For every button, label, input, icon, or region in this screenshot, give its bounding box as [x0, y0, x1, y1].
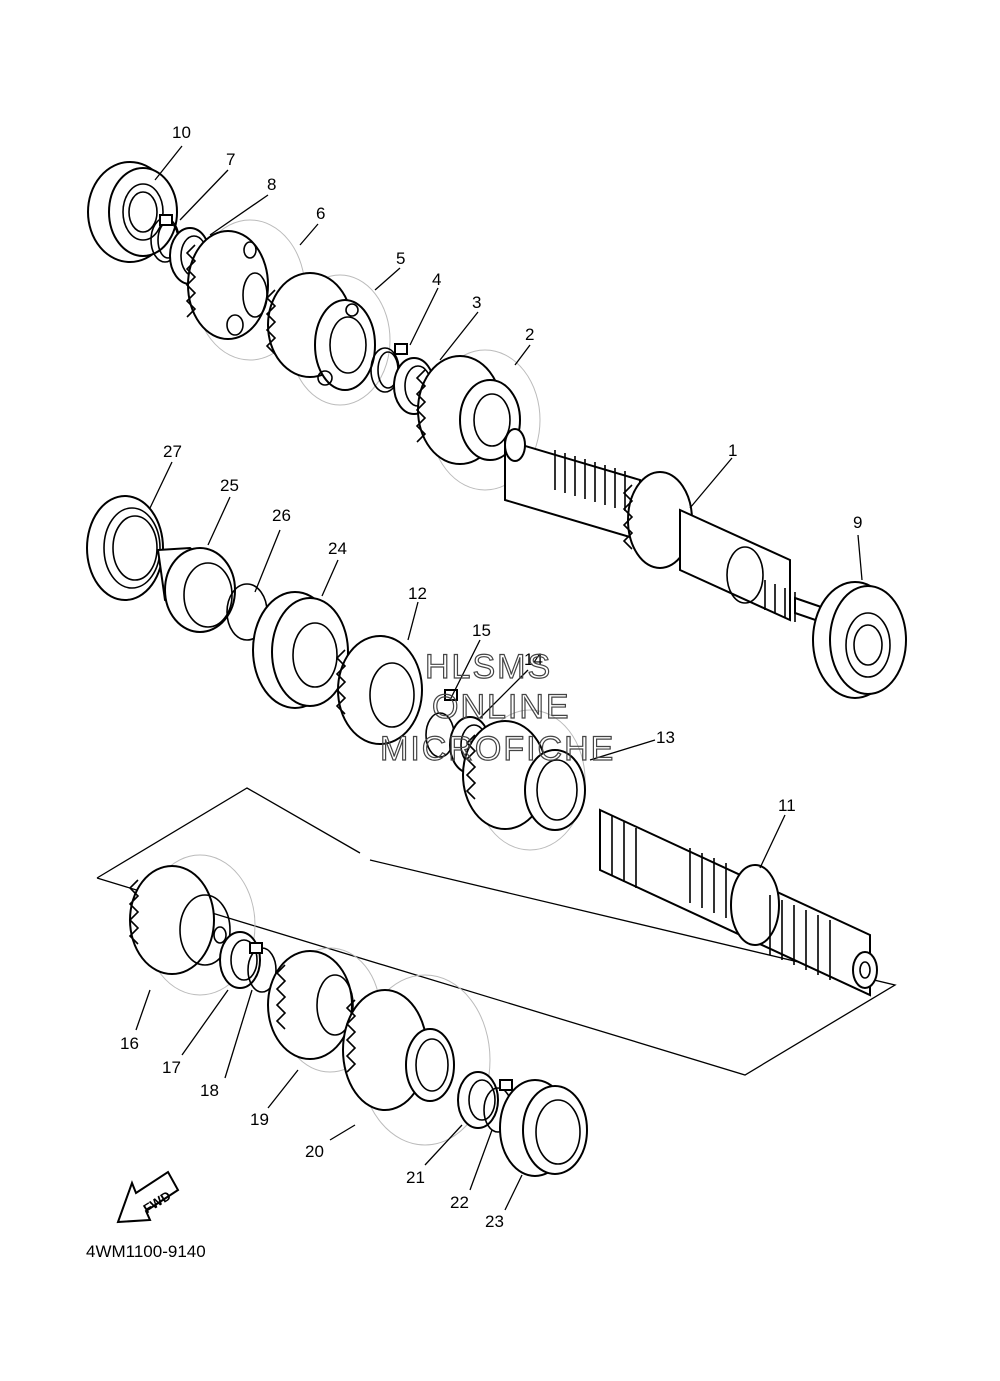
bearing-24[interactable] [252, 591, 349, 709]
gear-5[interactable] [265, 272, 391, 406]
callout-15: 15 [472, 621, 491, 640]
callout-25: 25 [220, 476, 239, 495]
callout-17: 17 [162, 1058, 181, 1077]
gear-16[interactable] [128, 854, 256, 996]
watermark: HLSMS ONLINE MICROFICHE [379, 647, 615, 768]
oil-seal-27[interactable] [86, 495, 164, 601]
drawing-code: 4WM1100-9140 [86, 1242, 206, 1261]
gear-13[interactable] [462, 709, 586, 851]
gear-12[interactable] [335, 635, 423, 745]
callout-13: 13 [656, 728, 675, 747]
callout-27: 27 [163, 442, 182, 461]
leader-lines [135, 145, 863, 1211]
gear-20[interactable] [342, 974, 491, 1146]
callout-14: 14 [524, 650, 543, 669]
callout-2: 2 [525, 325, 534, 344]
callout-labels: 10 7 8 6 5 4 3 2 1 9 27 25 26 24 12 15 1… [120, 123, 862, 1231]
gear-19[interactable] [267, 947, 381, 1073]
watermark-line-2: ONLINE [432, 688, 571, 726]
upper-shaft-assembly [87, 161, 907, 699]
callout-7: 7 [226, 150, 235, 169]
callout-20: 20 [305, 1142, 324, 1161]
callout-9: 9 [853, 513, 862, 532]
callout-26: 26 [272, 506, 291, 525]
callout-22: 22 [450, 1193, 469, 1212]
main-axle-1[interactable] [504, 428, 831, 627]
watermark-line-1: HLSMS [425, 648, 552, 686]
callout-4: 4 [432, 270, 441, 289]
bearing-10[interactable] [87, 161, 178, 263]
callout-19: 19 [250, 1110, 269, 1129]
bearing-23[interactable] [499, 1079, 588, 1177]
callout-21: 21 [406, 1168, 425, 1187]
washer-17[interactable] [219, 931, 261, 989]
callout-10: 10 [172, 123, 191, 142]
callout-6: 6 [316, 204, 325, 223]
callout-24: 24 [328, 539, 347, 558]
gear-6[interactable] [185, 219, 306, 361]
drive-axle-11[interactable] [599, 808, 878, 997]
fwd-arrow-icon: FWD [116, 1170, 180, 1224]
drive-axle-box [96, 787, 897, 1076]
callout-16: 16 [120, 1034, 139, 1053]
callout-5: 5 [396, 249, 405, 268]
circlip-18[interactable] [247, 942, 277, 993]
washer-21[interactable] [457, 1071, 499, 1129]
callout-8: 8 [267, 175, 276, 194]
watermark-line-3: MICROFICHE [380, 730, 615, 768]
callout-18: 18 [200, 1081, 219, 1100]
callout-12: 12 [408, 584, 427, 603]
bearing-9[interactable] [812, 581, 907, 699]
bushing-25[interactable] [156, 546, 236, 633]
callout-23: 23 [485, 1212, 504, 1231]
callout-11: 11 [778, 796, 796, 815]
callout-1: 1 [728, 441, 737, 460]
callout-3: 3 [472, 293, 481, 312]
